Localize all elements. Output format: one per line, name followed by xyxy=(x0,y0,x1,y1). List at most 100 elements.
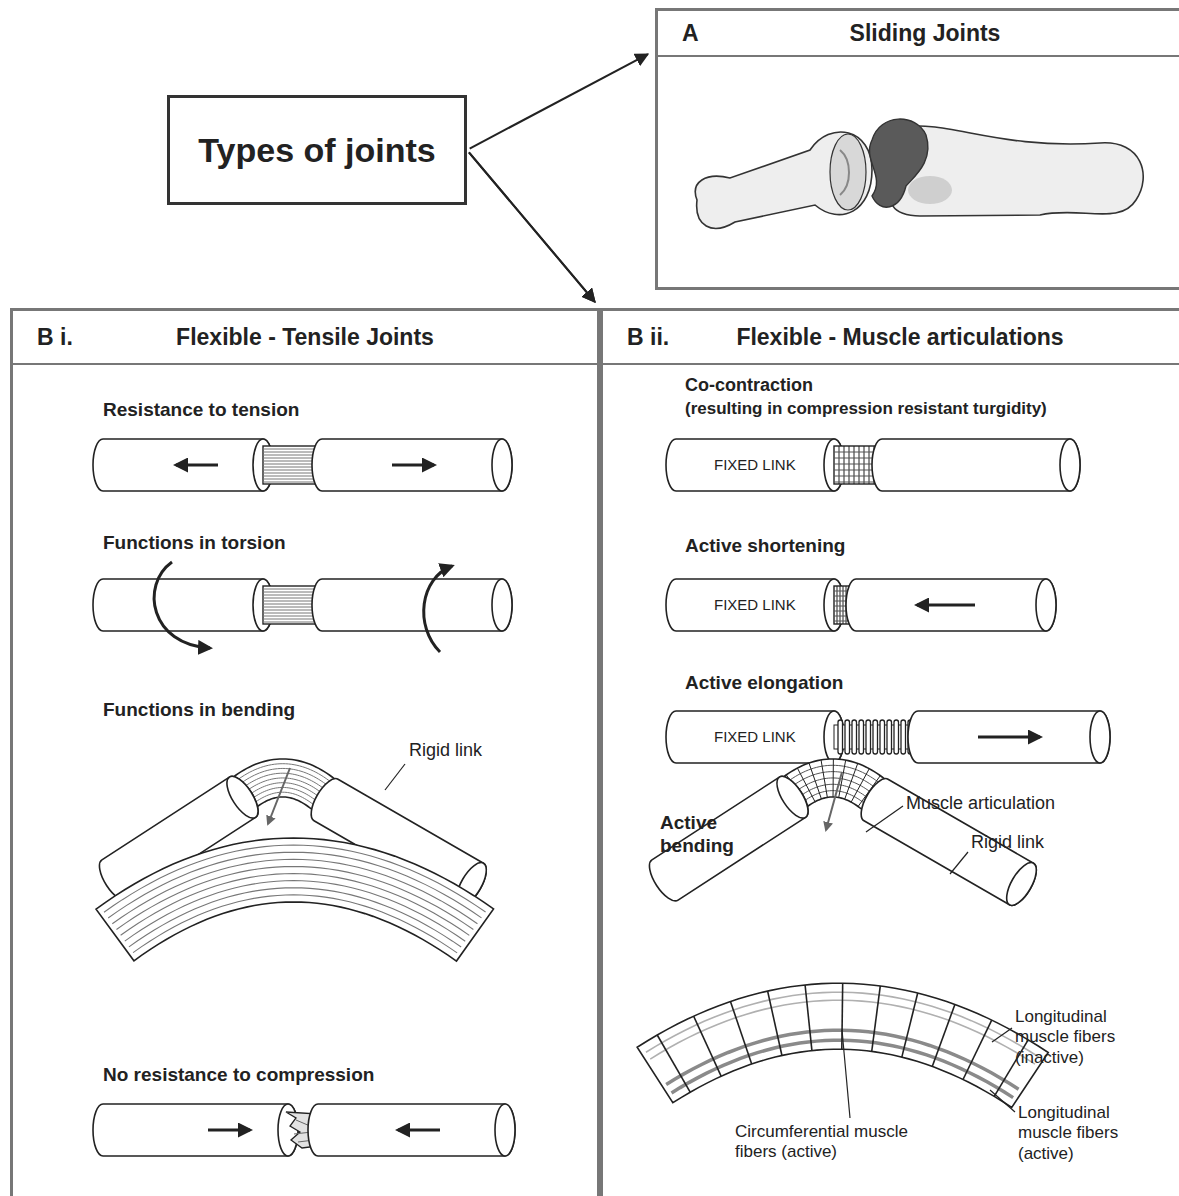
circumferential-fiber xyxy=(833,759,834,797)
link-label: FIXED LINK xyxy=(714,596,796,614)
rigid-link xyxy=(666,711,844,763)
fiber-line xyxy=(116,866,473,929)
link-face xyxy=(1060,439,1080,491)
circumferential-fiber xyxy=(838,720,843,754)
link-body xyxy=(93,579,273,631)
link-face xyxy=(221,772,264,823)
part-label: Circumferential muscle fibers (active) xyxy=(735,1122,945,1163)
rigid-link xyxy=(312,579,512,631)
rigid-link xyxy=(312,439,512,491)
bone xyxy=(892,126,1144,216)
box-title: Types of joints xyxy=(198,131,435,170)
force-arrow xyxy=(978,736,1040,739)
torsion-arrow xyxy=(154,562,210,648)
rigid-link xyxy=(872,439,1080,491)
panel-header: A Sliding Joints xyxy=(658,11,1179,57)
bone-shading xyxy=(908,176,952,204)
circumferential-fiber xyxy=(840,586,841,624)
leader-line xyxy=(866,806,903,832)
part-label: Longitudinal muscle fibers (inactive) xyxy=(1015,1007,1165,1068)
link-face xyxy=(1090,711,1110,763)
circumferential-fiber xyxy=(872,986,881,1051)
link-body xyxy=(93,1104,298,1156)
force-arrow xyxy=(398,1129,440,1132)
force-arrow xyxy=(917,604,975,607)
band-outline xyxy=(96,838,493,961)
link-body xyxy=(644,772,814,906)
circumferential-fiber xyxy=(894,720,899,754)
panel-letter: B i. xyxy=(37,324,73,351)
panel-title: Flexible - Muscle articulations xyxy=(736,324,1063,351)
section-label: Functions in torsion xyxy=(103,532,286,555)
circumferential-fiber xyxy=(901,720,906,754)
rigid-link xyxy=(666,439,844,491)
part-label: Rigid link xyxy=(971,832,1044,854)
title-box: Types of joints xyxy=(167,95,467,205)
section-label: Active bending xyxy=(660,812,750,858)
force-arrow xyxy=(392,464,434,467)
link-face xyxy=(492,579,512,631)
fiber-line xyxy=(125,881,465,942)
link-face xyxy=(1036,579,1056,631)
section-label: Functions in bending xyxy=(103,699,295,722)
circumferential-fiber xyxy=(843,586,844,624)
section-label: Active elongation xyxy=(685,672,843,695)
rigid-link xyxy=(93,1104,298,1156)
leader-line xyxy=(990,1090,1015,1112)
link-label: FIXED LINK xyxy=(714,728,796,746)
force-arrow xyxy=(826,772,842,830)
circumferential-fiber xyxy=(730,1002,751,1064)
circumferential-fiber xyxy=(821,760,827,797)
circumferential-fiber xyxy=(859,720,864,754)
circumferential-fiber xyxy=(657,1035,690,1092)
panel-header: B i. Flexible - Tensile Joints xyxy=(13,311,597,365)
link-body xyxy=(666,711,844,763)
leader-line xyxy=(385,764,405,790)
circumferential-fiber xyxy=(837,586,838,624)
panel-title: Sliding Joints xyxy=(850,20,1001,47)
connector-arrow xyxy=(469,152,595,302)
panel-letter: A xyxy=(682,20,699,47)
fiber-line xyxy=(232,764,339,789)
part-label: Longitudinal muscle fibers (active) xyxy=(1018,1103,1168,1164)
tensile-joint-detail xyxy=(96,838,493,961)
torsion-arrow xyxy=(424,566,452,652)
circumferential-fiber xyxy=(887,720,892,754)
link-body xyxy=(312,579,512,631)
link-body xyxy=(666,579,844,631)
rigid-link xyxy=(308,1104,515,1156)
link-body xyxy=(846,579,1056,631)
link-body xyxy=(312,439,512,491)
muscle-articulation-detail xyxy=(637,983,1048,1107)
circumferential-fiber xyxy=(845,720,850,754)
section-label: No resistance to compression xyxy=(103,1064,374,1087)
articular-surface xyxy=(830,134,866,210)
panel: B ii. Flexible - Muscle articulations xyxy=(600,308,1179,1196)
panel-header: B ii. Flexible - Muscle articulations xyxy=(603,311,1179,365)
section-label: Resistance to tension xyxy=(103,399,299,422)
fiber-line xyxy=(121,874,470,936)
band-outline xyxy=(637,983,1048,1107)
articular-detail xyxy=(840,150,849,195)
connector-arrow xyxy=(469,152,595,302)
rigid-link xyxy=(93,439,273,491)
link-body xyxy=(666,439,844,491)
circumferential-fiber xyxy=(880,720,885,754)
circumferential-fiber xyxy=(873,720,878,754)
panel-letter: B ii. xyxy=(627,324,669,351)
link-face xyxy=(492,439,512,491)
link-face xyxy=(771,772,814,823)
link-body xyxy=(872,439,1080,491)
circumferential-fiber xyxy=(694,1016,721,1076)
leader-line xyxy=(950,852,968,874)
bone xyxy=(695,132,872,228)
panel-title: Flexible - Tensile Joints xyxy=(176,324,434,351)
section-label: Active shortening xyxy=(685,535,845,558)
circumferential-fiber xyxy=(768,991,782,1055)
rigid-link xyxy=(908,711,1110,763)
link-face xyxy=(1001,858,1042,910)
fiber-line xyxy=(250,792,319,809)
circumferential-fiber xyxy=(866,720,871,754)
